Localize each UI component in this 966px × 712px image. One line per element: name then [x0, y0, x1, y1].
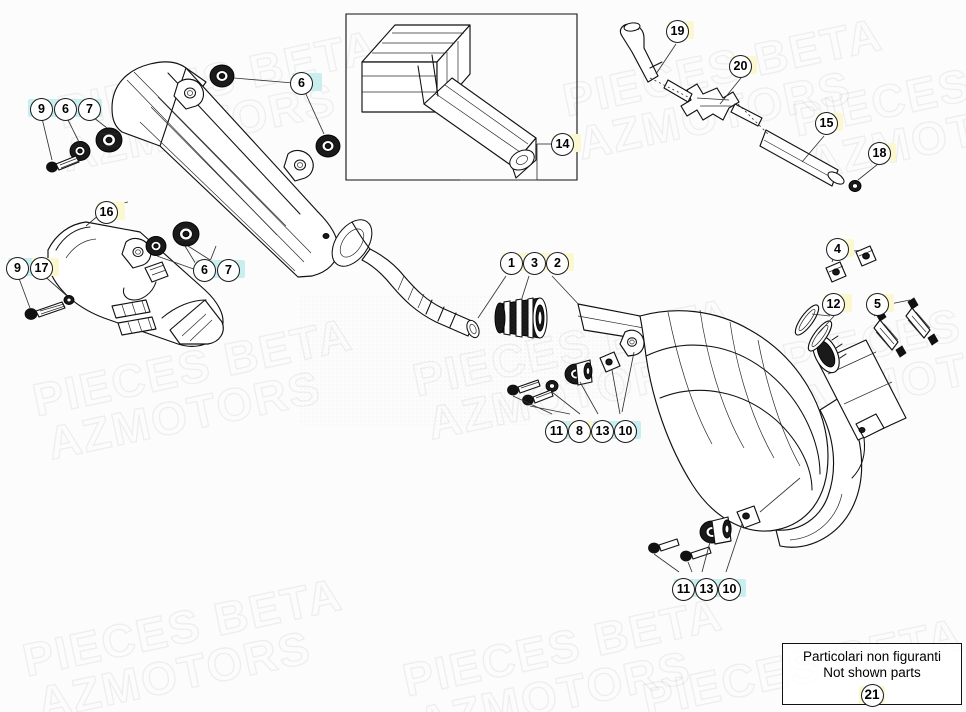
- expansion-chamber-group: [577, 303, 907, 548]
- packing-inset-group: [345, 13, 578, 181]
- callout-9-c9a[interactable]: 9: [30, 98, 53, 121]
- callout-7-c7b[interactable]: 7: [217, 259, 240, 282]
- breather-assembly-group: [619, 22, 879, 192]
- lower-mount-hardware: [648, 477, 801, 573]
- callout-21[interactable]: 21: [860, 683, 884, 707]
- callout-16-c16[interactable]: 16: [95, 201, 118, 224]
- callout-9-c9b[interactable]: 9: [6, 257, 29, 280]
- callout-13-c13a[interactable]: 13: [591, 420, 614, 443]
- callout-10-c10a[interactable]: 10: [614, 420, 637, 443]
- spring-and-oring-group: [794, 245, 939, 358]
- callout-1-c1[interactable]: 1: [500, 252, 523, 275]
- upper-mount-hardware: [40, 113, 123, 173]
- not-shown-english-label: Not shown parts: [823, 665, 921, 681]
- callout-15-c15[interactable]: 15: [815, 112, 838, 135]
- callout-8-c8[interactable]: 8: [568, 420, 591, 443]
- callout-13-c13b[interactable]: 13: [695, 578, 718, 601]
- callout-6-c6c[interactable]: 6: [193, 259, 216, 282]
- not-shown-italian-label: Particolari non figuranti: [802, 649, 942, 664]
- callout-20-c20[interactable]: 20: [729, 55, 752, 78]
- callout-4-c4[interactable]: 4: [826, 238, 849, 261]
- callout-10-c10b[interactable]: 10: [718, 578, 741, 601]
- callout-5-c5[interactable]: 5: [866, 293, 889, 316]
- callout-17-c17[interactable]: 17: [30, 257, 53, 280]
- heat-shield-screw: [16, 272, 75, 320]
- callout-3-c3[interactable]: 3: [523, 252, 546, 275]
- callout-19-c19[interactable]: 19: [666, 20, 689, 43]
- callout-14-c14[interactable]: 14: [551, 133, 574, 156]
- callout-7-c7a[interactable]: 7: [78, 98, 101, 121]
- callout-12-c12[interactable]: 12: [822, 293, 845, 316]
- callout-11-c11b[interactable]: 11: [672, 578, 695, 601]
- silencer-body-group: [111, 61, 373, 278]
- callout-6-c6a[interactable]: 6: [54, 98, 77, 121]
- muffler-grommet-pair: [209, 64, 341, 158]
- not-shown-parts-box: Particolari non figuranti Not shown part…: [782, 643, 962, 707]
- background-texture: [300, 295, 630, 425]
- callout-18-c18[interactable]: 18: [868, 142, 891, 165]
- callout-6-c6b[interactable]: 6: [290, 72, 313, 95]
- callout-11-c11a[interactable]: 11: [545, 420, 568, 443]
- heat-shield-group: [47, 201, 224, 347]
- callout-2-c2[interactable]: 2: [546, 252, 569, 275]
